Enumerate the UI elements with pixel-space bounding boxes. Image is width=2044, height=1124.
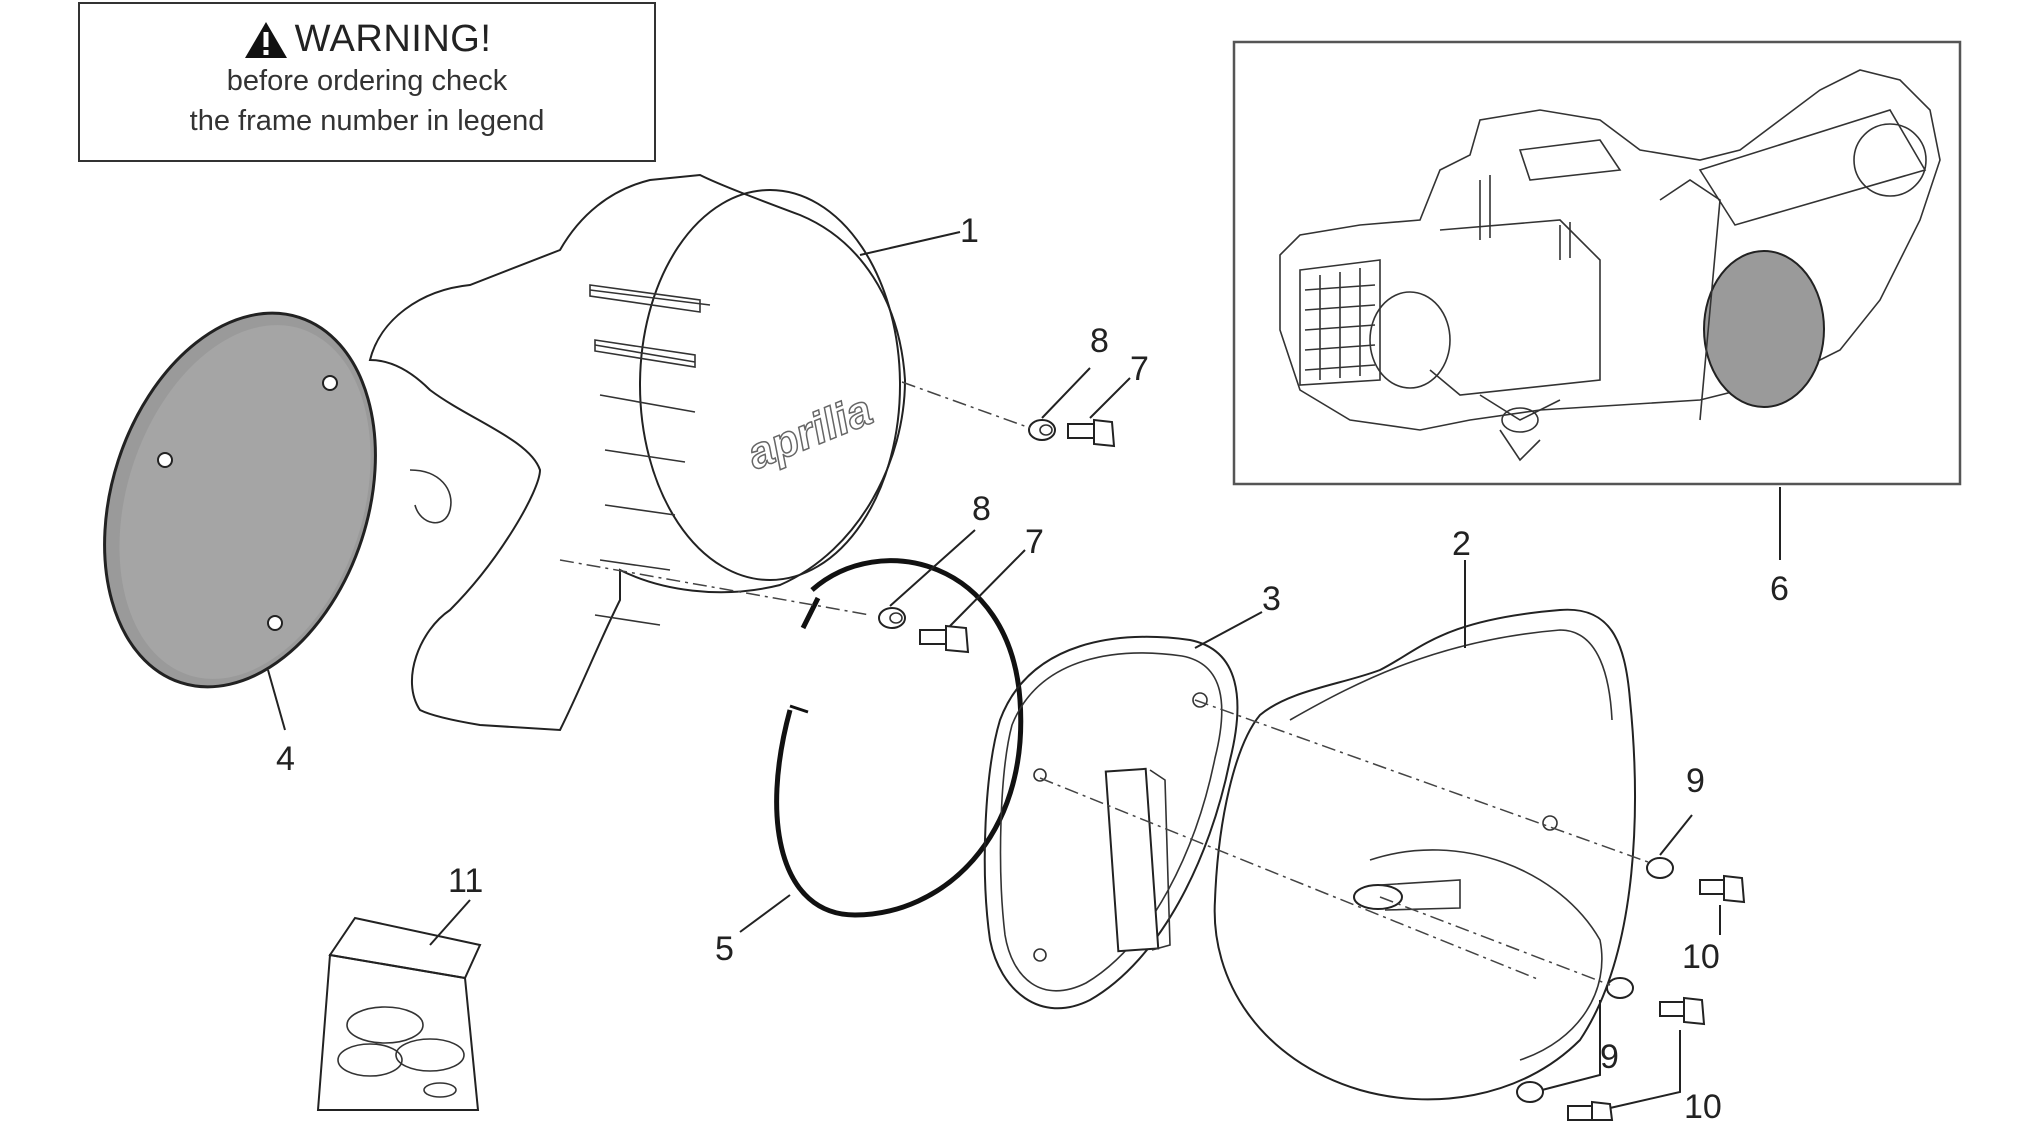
warning-title-row: WARNING! — [80, 18, 654, 61]
washer-upper — [1028, 419, 1056, 441]
part-fan-cover: aprilia — [368, 173, 907, 732]
engine-illustration — [1279, 69, 1941, 462]
leader-lines — [267, 231, 1781, 1109]
washer-middle — [878, 607, 906, 629]
callout-7-middle: 7 — [1025, 523, 1044, 561]
callout-9-upper: 9 — [1686, 762, 1705, 800]
part-filter-disc — [103, 311, 377, 689]
callout-10-lower: 10 — [1684, 1088, 1722, 1124]
washer-right-upper — [1646, 857, 1674, 879]
callout-8-upper: 8 — [1090, 322, 1109, 360]
warning-line-2: the frame number in legend — [189, 105, 545, 137]
screw-upper — [1067, 418, 1116, 448]
screw-right-middle — [1659, 996, 1706, 1026]
fasteners — [878, 418, 1746, 1121]
washer-right-lower — [1516, 1081, 1544, 1103]
warning-line-1: before ordering check — [226, 65, 508, 97]
callout-7-upper: 7 — [1130, 350, 1149, 388]
part-gasket-kit-bag — [316, 916, 482, 1111]
warning-title: WARNING! — [294, 18, 492, 60]
screw-middle — [919, 624, 970, 654]
callout-4: 4 — [276, 740, 295, 778]
part-o-ring — [774, 558, 1024, 918]
warning-triangle-icon — [244, 21, 287, 58]
callout-5: 5 — [715, 930, 734, 968]
callout-10-upper: 10 — [1682, 938, 1720, 976]
assembly-axes — [559, 381, 1649, 986]
engine-inset — [1232, 40, 1962, 486]
callout-9-lower: 9 — [1600, 1038, 1619, 1076]
callout-1: 1 — [960, 212, 979, 250]
part-housing-cover — [1213, 608, 1636, 1101]
brand-aprilia: aprilia — [740, 385, 879, 479]
callout-11: 11 — [448, 862, 483, 900]
callout-8-middle: 8 — [972, 490, 991, 528]
part-gasket — [983, 635, 1239, 1010]
screw-right-upper — [1699, 874, 1746, 904]
callout-numbers: 1 2 3 4 5 6 7 7 8 8 9 9 10 10 11 — [276, 212, 1789, 1124]
warning-box: WARNING! before ordering check the frame… — [78, 2, 656, 162]
callout-2: 2 — [1452, 525, 1471, 563]
callout-6: 6 — [1770, 570, 1789, 608]
washer-right-middle — [1606, 977, 1634, 999]
callout-3: 3 — [1262, 580, 1281, 618]
screw-right-lower — [1567, 1100, 1614, 1121]
